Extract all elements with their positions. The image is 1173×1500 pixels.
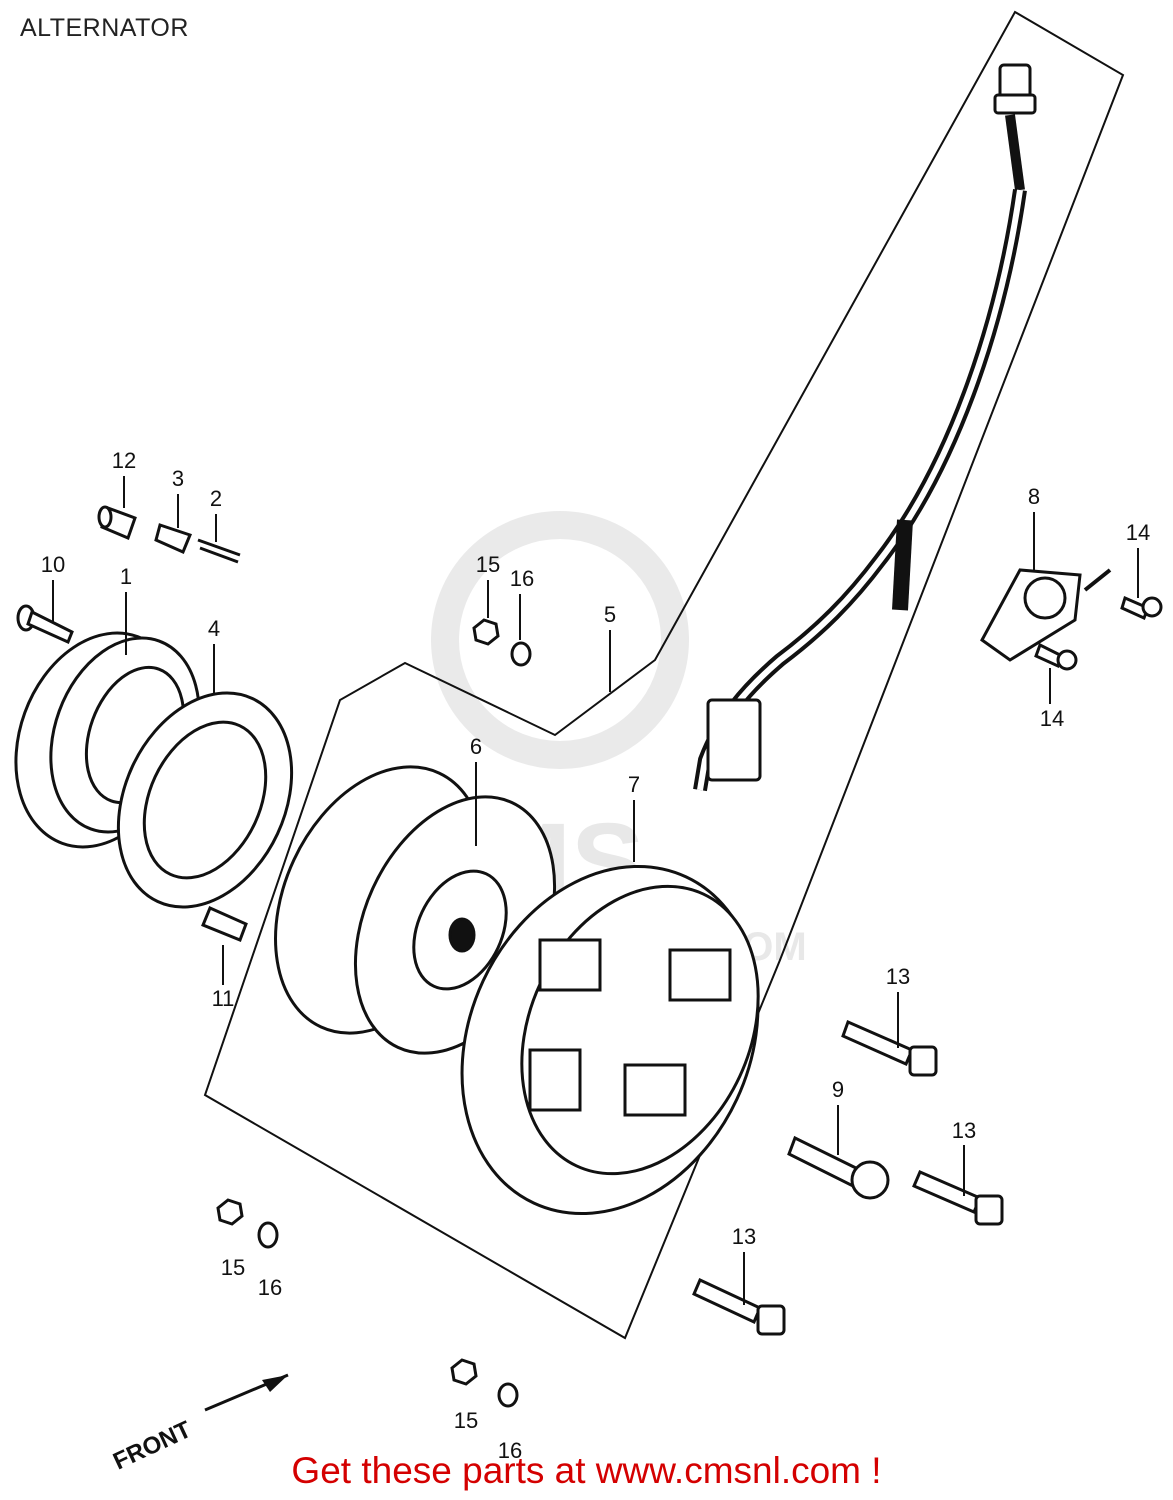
callout-7: 7 [628, 772, 640, 797]
part-10-screw [16, 604, 74, 645]
callout-16-b: 16 [258, 1275, 282, 1300]
part-9-bolt [787, 1135, 890, 1200]
part-8-bracket [980, 568, 1112, 662]
callout-4: 4 [208, 616, 220, 641]
part-15-nut-c [450, 1358, 478, 1386]
part-16-washer-c [497, 1382, 519, 1408]
part-13-bolt-middle [912, 1170, 1004, 1226]
part-13-bolt-upper [841, 1019, 938, 1077]
part-7-stator [460, 864, 760, 1216]
callout-9: 9 [832, 1077, 844, 1102]
assembly-outline [203, 10, 1125, 1340]
callout-13-b: 13 [952, 1118, 976, 1143]
part-16-washer-a [510, 641, 532, 667]
promo-banner: Get these parts at www.cmsnl.com ! [291, 1450, 882, 1491]
callout-13-a: 13 [886, 964, 910, 989]
callout-3: 3 [172, 466, 184, 491]
part-13-bolt-lower [692, 1277, 786, 1336]
callout-1: 1 [120, 564, 132, 589]
callout-15-b: 15 [221, 1255, 245, 1280]
callout-15-a: 15 [476, 552, 500, 577]
part-15-nut-a [472, 618, 500, 646]
callout-6: 6 [470, 734, 482, 759]
page-title: ALTERNATOR [20, 14, 189, 42]
callout-15-c: 15 [454, 1408, 478, 1433]
callout-14-a: 14 [1126, 520, 1150, 545]
callout-10: 10 [41, 552, 65, 577]
part-16-washer-b [257, 1221, 279, 1249]
wire-harness [693, 63, 1037, 792]
part-3-pin [154, 523, 192, 554]
callout-8: 8 [1028, 484, 1040, 509]
callout-13-c: 13 [732, 1224, 756, 1249]
callout-14-b: 14 [1040, 706, 1064, 731]
callout-2: 2 [210, 486, 222, 511]
leader-lines [52, 476, 1139, 1305]
part-4-gasket [116, 691, 294, 909]
callout-11: 11 [212, 986, 235, 1011]
part-15-nut-b [216, 1198, 244, 1226]
callout-16-c: 16 [498, 1438, 522, 1463]
callout-12: 12 [112, 448, 136, 473]
callout-labels: 12 3 2 10 1 4 15 16 5 8 14 14 6 7 11 13 … [41, 448, 1150, 1463]
part-14-screw-bottom [1034, 642, 1078, 671]
callout-16-a: 16 [510, 566, 534, 591]
callout-5: 5 [604, 602, 616, 627]
part-11-dowel [201, 906, 248, 942]
part-12-sleeve [97, 505, 137, 541]
part-2-spring [197, 538, 241, 564]
part-14-screw-top [1120, 595, 1163, 621]
